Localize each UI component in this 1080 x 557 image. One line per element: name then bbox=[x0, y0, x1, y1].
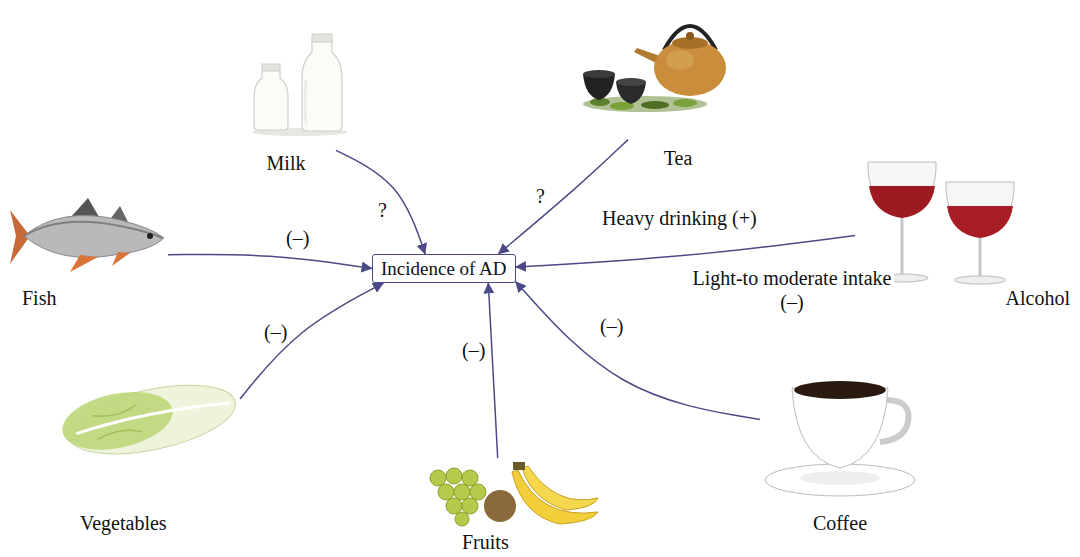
fruits bbox=[438, 484, 454, 500]
food-item: Tea bbox=[628, 10, 728, 170]
influence-arrow bbox=[488, 283, 497, 458]
teapot-and-cups bbox=[641, 101, 669, 109]
wine-glasses bbox=[901, 218, 904, 276]
fruits bbox=[430, 462, 598, 526]
fruits bbox=[446, 468, 462, 484]
effect-label: (–) bbox=[284, 226, 311, 250]
box-label: Incidence of AD bbox=[381, 257, 507, 280]
wine-glasses bbox=[868, 162, 936, 218]
fruits bbox=[470, 484, 486, 500]
food-item: Fish bbox=[8, 195, 168, 310]
fish bbox=[112, 252, 130, 266]
effect-label: Heavy drinking (+) bbox=[600, 206, 759, 230]
coffee-cup bbox=[765, 381, 915, 496]
fruits bbox=[455, 512, 469, 526]
wine-glasses bbox=[979, 238, 982, 278]
food-item: Vegetables bbox=[60, 375, 240, 535]
milk-bottles bbox=[312, 34, 332, 42]
wine-glasses bbox=[954, 276, 1006, 284]
effect-label: ? bbox=[534, 184, 547, 208]
fruits bbox=[513, 462, 525, 470]
influence-arrow bbox=[516, 236, 855, 267]
food-item: Coffee bbox=[760, 360, 920, 535]
teapot-and-cups bbox=[686, 32, 694, 40]
outcome-box: Incidence of AD bbox=[372, 254, 516, 283]
fish bbox=[24, 222, 162, 238]
milk-bottles bbox=[305, 80, 306, 124]
wine-glasses bbox=[946, 182, 1014, 238]
chinese-cabbage bbox=[92, 404, 142, 441]
food-caption: Alcohol bbox=[1006, 286, 1070, 310]
food-caption: Fruits bbox=[462, 530, 509, 554]
fruits bbox=[522, 466, 598, 510]
effect-label: ? bbox=[376, 198, 389, 222]
milk-bottles bbox=[262, 64, 280, 71]
effect-label: (–) bbox=[262, 320, 289, 344]
fish bbox=[10, 198, 164, 272]
wine-glasses bbox=[869, 186, 935, 218]
teapot-and-cups bbox=[616, 78, 646, 86]
milk-bottles bbox=[254, 70, 288, 130]
teapot-and-cups bbox=[673, 99, 697, 107]
food-caption: Tea bbox=[664, 146, 693, 170]
coffee-cup bbox=[792, 388, 888, 468]
influence-arrow bbox=[240, 283, 383, 399]
fish bbox=[70, 255, 98, 272]
coffee-cup bbox=[765, 464, 915, 496]
fruits bbox=[462, 470, 478, 486]
milk-bottles bbox=[302, 40, 342, 131]
food-caption: Coffee bbox=[813, 511, 867, 535]
fish bbox=[24, 216, 164, 258]
wine-glasses bbox=[947, 206, 1013, 238]
influence-arrow bbox=[336, 150, 425, 254]
fruits bbox=[462, 498, 478, 514]
fruits bbox=[484, 490, 516, 522]
milk-bottles bbox=[252, 34, 348, 136]
effect-label: (–) bbox=[598, 314, 625, 338]
food-caption: Fish bbox=[22, 286, 56, 310]
food-item: Milk bbox=[236, 30, 336, 175]
food-caption: Milk bbox=[267, 151, 306, 175]
effect-label: Light-to moderate intake (–) bbox=[690, 266, 894, 314]
fruits bbox=[454, 484, 470, 500]
influence-arrow bbox=[498, 140, 628, 254]
influence-arrow bbox=[168, 254, 372, 268]
coffee-cup bbox=[794, 381, 886, 399]
teapot-and-cups bbox=[583, 26, 726, 112]
coffee-cup bbox=[800, 471, 880, 485]
teapot-and-cups bbox=[583, 70, 615, 78]
fruits bbox=[446, 498, 462, 514]
chinese-cabbage bbox=[57, 370, 241, 468]
fish bbox=[147, 233, 153, 239]
effect-label: (–) bbox=[460, 338, 487, 362]
fruits bbox=[430, 470, 446, 486]
food-caption: Vegetables bbox=[80, 511, 167, 535]
food-item: Fruits bbox=[420, 458, 605, 554]
teapot-and-cups bbox=[666, 50, 694, 70]
